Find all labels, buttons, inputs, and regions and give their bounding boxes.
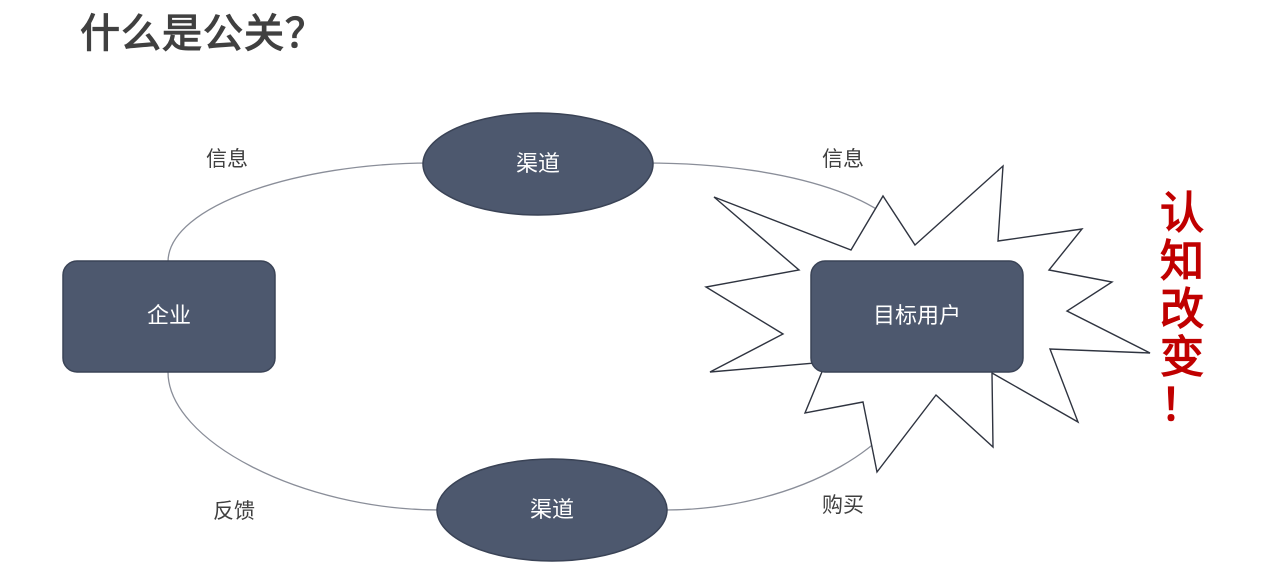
callout-char: 认 bbox=[1160, 188, 1204, 239]
edge-label-purchase: 购买 bbox=[822, 493, 864, 517]
node-channel-bottom[interactable]: 渠道 bbox=[436, 458, 668, 562]
page-title: 什么是公关？ bbox=[80, 11, 326, 57]
callout-char: ！ bbox=[1160, 380, 1204, 431]
node-target-user[interactable]: 目标用户 bbox=[810, 260, 1024, 373]
node-enterprise[interactable]: 企业 bbox=[62, 260, 276, 373]
node-enterprise-label: 企业 bbox=[147, 304, 191, 329]
callout-char: 改 bbox=[1160, 284, 1204, 335]
callout-char: 知 bbox=[1160, 236, 1204, 287]
edge-label-info-right: 信息 bbox=[822, 147, 864, 171]
edge-label-info-left: 信息 bbox=[206, 147, 248, 171]
edge-label-feedback: 反馈 bbox=[213, 499, 255, 523]
callout-char: 变 bbox=[1160, 332, 1204, 383]
cognition-change-callout: 认 知 改 变 ！ bbox=[1152, 190, 1212, 430]
node-target-user-label: 目标用户 bbox=[873, 304, 961, 329]
node-channel-top[interactable]: 渠道 bbox=[422, 112, 654, 216]
node-channel-bottom-label: 渠道 bbox=[530, 498, 574, 523]
node-channel-top-label: 渠道 bbox=[516, 152, 560, 177]
